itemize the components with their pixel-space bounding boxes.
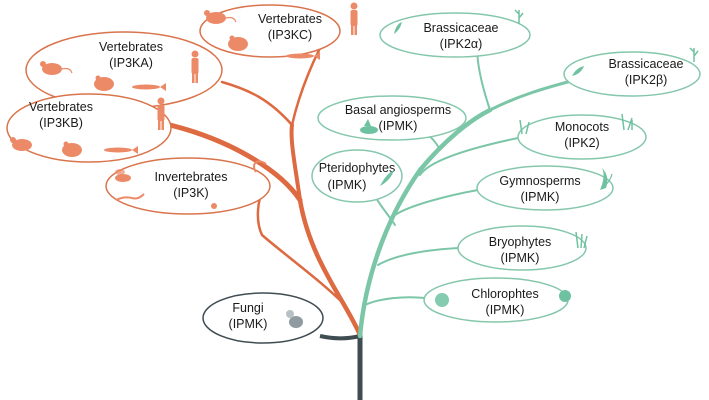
worm-icon: [115, 193, 145, 201]
node-basal-group: Basal angiosperms: [345, 103, 451, 117]
animal-branches: [167, 28, 363, 338]
node-basal-ellipse: [317, 95, 467, 141]
node-ipk2a-ellipse: [379, 12, 531, 58]
node-bryo-group: Bryophytes: [489, 235, 552, 249]
node-ipk2a-group: Brassicaceae: [423, 21, 498, 35]
node-ipk2a: Brassicaceae (IPK2α): [379, 9, 531, 58]
frog-icon: [228, 35, 248, 51]
node-ip3k-gene: (IP3K): [173, 186, 208, 200]
node-fungi-ellipse: [202, 292, 324, 344]
fungi-branch: [319, 330, 363, 400]
human-icon: [350, 2, 358, 35]
node-fungi-group: Fungi: [232, 301, 263, 315]
node-ipk2b-gene: (IPK2β): [625, 73, 668, 87]
node-gymno-gene: (IPMK): [521, 190, 560, 204]
human-icon: [157, 97, 165, 130]
frog-icon: [62, 141, 82, 157]
water-lily-icon: [360, 119, 378, 134]
node-ip3ka: Vertebrates (IP3KA): [25, 31, 223, 109]
node-ipk2b-ellipse: [563, 51, 701, 97]
frog-icon: [94, 75, 114, 91]
node-gymno: Gymnosperms (IPMK): [476, 165, 614, 211]
algae-icon: [435, 290, 571, 307]
node-pterido-gene: (IPMK): [328, 178, 367, 192]
node-ip3ka-group: Vertebrates: [99, 40, 163, 54]
node-fungi: Fungi (IPMK): [202, 292, 324, 344]
node-fungi-gene: (IPMK): [229, 317, 268, 331]
node-basal: Basal angiosperms (IPMK): [317, 95, 467, 141]
node-pterido-ellipse: [311, 149, 403, 203]
yeast-icon: [286, 310, 303, 328]
node-pterido: Pteridophytes (IPMK): [311, 149, 403, 203]
fish-icon: [286, 52, 320, 60]
fish-icon: [104, 146, 138, 154]
plant-branches: [357, 37, 577, 339]
node-ip3k-group: Invertebrates: [155, 170, 228, 184]
node-ip3kc-group: Vertebrates: [258, 12, 322, 26]
node-gymno-group: Gymnosperms: [499, 174, 580, 188]
node-bryo-gene: (IPMK): [501, 251, 540, 265]
node-monocots: Monocots (IPK2): [517, 113, 647, 160]
node-ipk2a-gene: (IPK2α): [440, 37, 483, 51]
node-ipk2b-group: Brassicaceae: [608, 57, 683, 71]
grass-icon: [519, 113, 633, 135]
conifer-icon: [600, 168, 613, 190]
fly-icon: [115, 169, 131, 182]
node-ip3kb-gene: (IP3KB): [39, 116, 83, 130]
node-monocots-group: Monocots: [555, 120, 609, 134]
plant-icon: [394, 9, 524, 34]
node-bryo-ellipse: [457, 225, 587, 271]
human-icon: [191, 50, 199, 83]
node-basal-gene: (IPMK): [379, 119, 418, 133]
fern-icon: [380, 170, 394, 186]
node-chloro: Chlorophtes (IPMK): [423, 277, 571, 323]
node-ip3k-ellipse: [105, 157, 271, 215]
fish-icon: [132, 83, 166, 91]
plant-icon: [572, 47, 699, 76]
mouse-icon: [40, 61, 73, 75]
node-pterido-group: Pteridophytes: [319, 161, 395, 175]
node-ip3ka-gene: (IP3KA): [109, 56, 153, 70]
mouse-icon: [10, 137, 32, 151]
node-bryo: Bryophytes (IPMK): [457, 225, 588, 271]
mouse-icon: [204, 10, 237, 24]
node-monocots-ellipse: [517, 114, 647, 160]
node-ip3kb-ellipse: [6, 93, 172, 163]
node-chloro-gene: (IPMK): [486, 303, 525, 317]
node-chloro-group: Chlorophtes: [471, 287, 538, 301]
starfish-icon: [211, 160, 267, 209]
node-ip3kc-gene: (IP3KC): [268, 28, 312, 42]
node-ip3k: Invertebrates (IP3K): [105, 157, 271, 215]
node-ipk2b: Brassicaceae (IPK2β): [563, 47, 701, 97]
node-gymno-ellipse: [476, 165, 614, 211]
node-ip3kb: Vertebrates (IP3KB): [6, 93, 172, 163]
node-ip3kb-group: Vertebrates: [29, 100, 93, 114]
node-monocots-gene: (IPK2): [564, 136, 599, 150]
node-ip3kc: Vertebrates (IP3KC): [199, 2, 358, 60]
moss-icon: [575, 231, 588, 249]
